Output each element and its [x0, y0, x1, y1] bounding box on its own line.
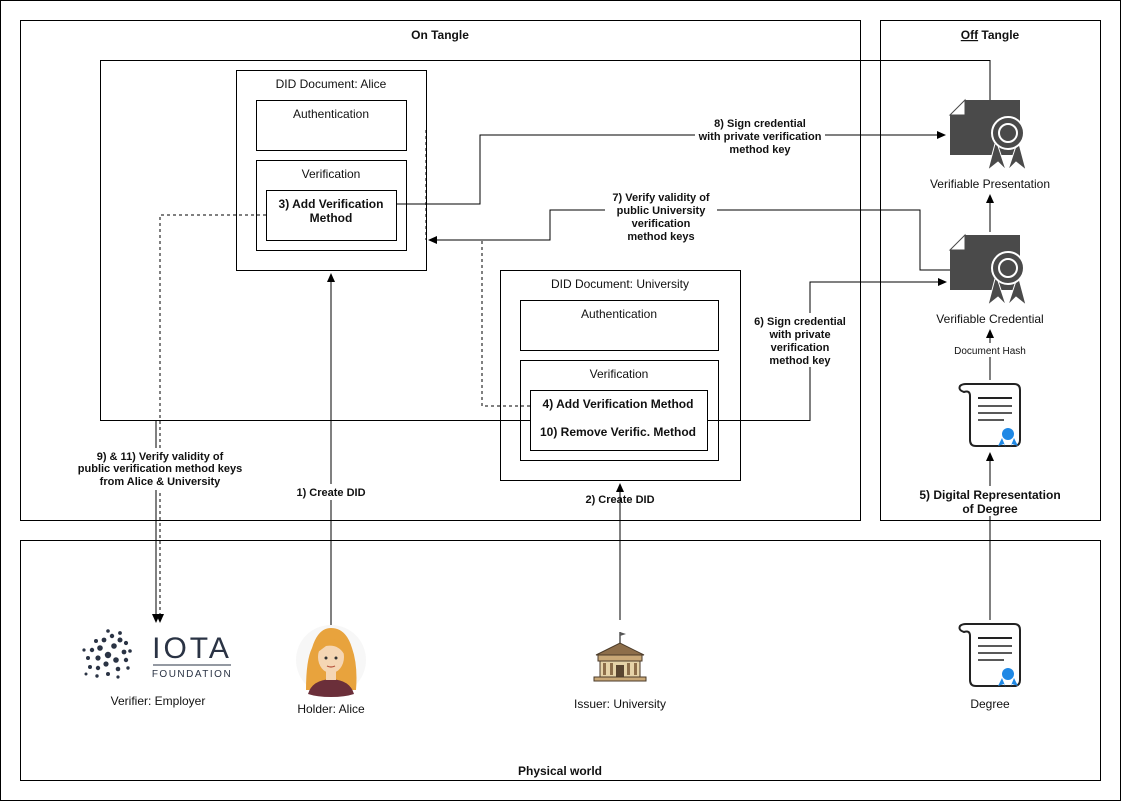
label-bg [752, 313, 852, 367]
iota-logo-text: IOTA [152, 632, 232, 665]
verifiable-credential-label: Verifiable Credential [936, 312, 1043, 326]
edge-label-sign-alice-2: with private verification [698, 131, 822, 143]
edge-label-verify-both-3: from Alice & University [100, 476, 222, 488]
university-verification-label: Verification [590, 367, 649, 381]
holder-label: Holder: Alice [297, 702, 365, 716]
physical-world-region [20, 540, 1101, 781]
edge-label-verify-university-4: method keys [627, 231, 694, 243]
edge-verify-university [428, 209, 950, 271]
university-method-remove: 10) Remove Verific. Method [540, 425, 696, 439]
edge-label-sign-university-1: 6) Sign credential [754, 316, 846, 328]
edge-label-verify-both-1: 9) & 11) Verify validity of [97, 451, 224, 463]
university-authentication-box[interactable] [520, 300, 719, 351]
university-doc-title: DID Document: University [551, 277, 689, 291]
label-bg [695, 114, 825, 156]
edge-label-verify-university-3: verification [632, 218, 691, 230]
university-authentication-label: Authentication [581, 307, 657, 321]
label-bg [60, 448, 260, 490]
university-method-add: 4) Add Verification Method [543, 397, 694, 411]
alice-verification-label: Verification [302, 167, 361, 181]
edge-label-sign-university-2: with private [768, 329, 830, 341]
edge-verify-both-ledger [152, 420, 530, 623]
alice-verification-method-box[interactable] [266, 190, 397, 241]
issuer-label: Issuer: University [574, 697, 666, 711]
university-verification-method-box[interactable] [530, 390, 708, 451]
edge-label-create-did-alice: 1) Create DID [296, 487, 365, 499]
edge-label-digital-rep-2: of Degree [962, 502, 1018, 516]
iota-foundation-logo: IOTA FOUNDATION [82, 629, 232, 680]
alice-avatar[interactable] [296, 625, 366, 697]
verifiable-presentation-label: Verifiable Presentation [930, 177, 1050, 191]
physical-world-label: Physical world [518, 764, 602, 778]
edge-label-sign-alice-1: 8) Sign credential [714, 118, 806, 130]
label-bg [915, 486, 1065, 516]
verifiable-presentation-icon[interactable] [948, 98, 1027, 172]
alice-method-line1: 3) Add Verification [279, 197, 384, 211]
edge-label-create-did-university: 2) Create DID [585, 494, 654, 506]
label-bg [946, 343, 1036, 357]
edge-label-sign-university-3: verification [771, 342, 830, 354]
edge-label-digital-rep-1: 5) Digital Representation [919, 488, 1060, 502]
alice-method-line2: Method [310, 211, 353, 225]
off-tangle-label: Off Tangle [961, 28, 1020, 42]
alice-doc-title: DID Document: Alice [276, 77, 387, 91]
degree-certificate-icon[interactable] [958, 623, 1021, 688]
iota-foundation-text: FOUNDATION [152, 669, 232, 680]
did-document-alice[interactable]: DID Document: Alice Authentication Verif… [236, 70, 427, 271]
edge-label-verify-university-2: public University [617, 205, 707, 217]
did-document-university[interactable]: DID Document: University Authentication … [500, 270, 741, 481]
alice-authentication-label: Authentication [293, 107, 369, 121]
digital-degree-certificate-icon[interactable] [958, 383, 1021, 448]
edge-label-verify-both-2: public verification method keys [78, 463, 242, 475]
edge-label-sign-alice-3: method key [729, 144, 791, 156]
verifiable-credential-icon[interactable] [948, 233, 1027, 307]
on-tangle-region [20, 20, 861, 521]
on-tangle-label: On Tangle [411, 28, 469, 42]
degree-label: Degree [970, 697, 1010, 711]
university-building-icon[interactable] [593, 632, 647, 682]
label-bg [290, 484, 372, 500]
verifier-label: Verifier: Employer [111, 694, 206, 708]
edge-university-method-dashed [481, 240, 530, 407]
document-hash-label: Document Hash [954, 346, 1026, 357]
edge-label-sign-university-4: method key [769, 355, 831, 367]
edge-label-verify-university-1: 7) Verify validity of [612, 192, 710, 204]
label-bg [605, 189, 717, 243]
alice-authentication-box[interactable] [256, 100, 407, 151]
